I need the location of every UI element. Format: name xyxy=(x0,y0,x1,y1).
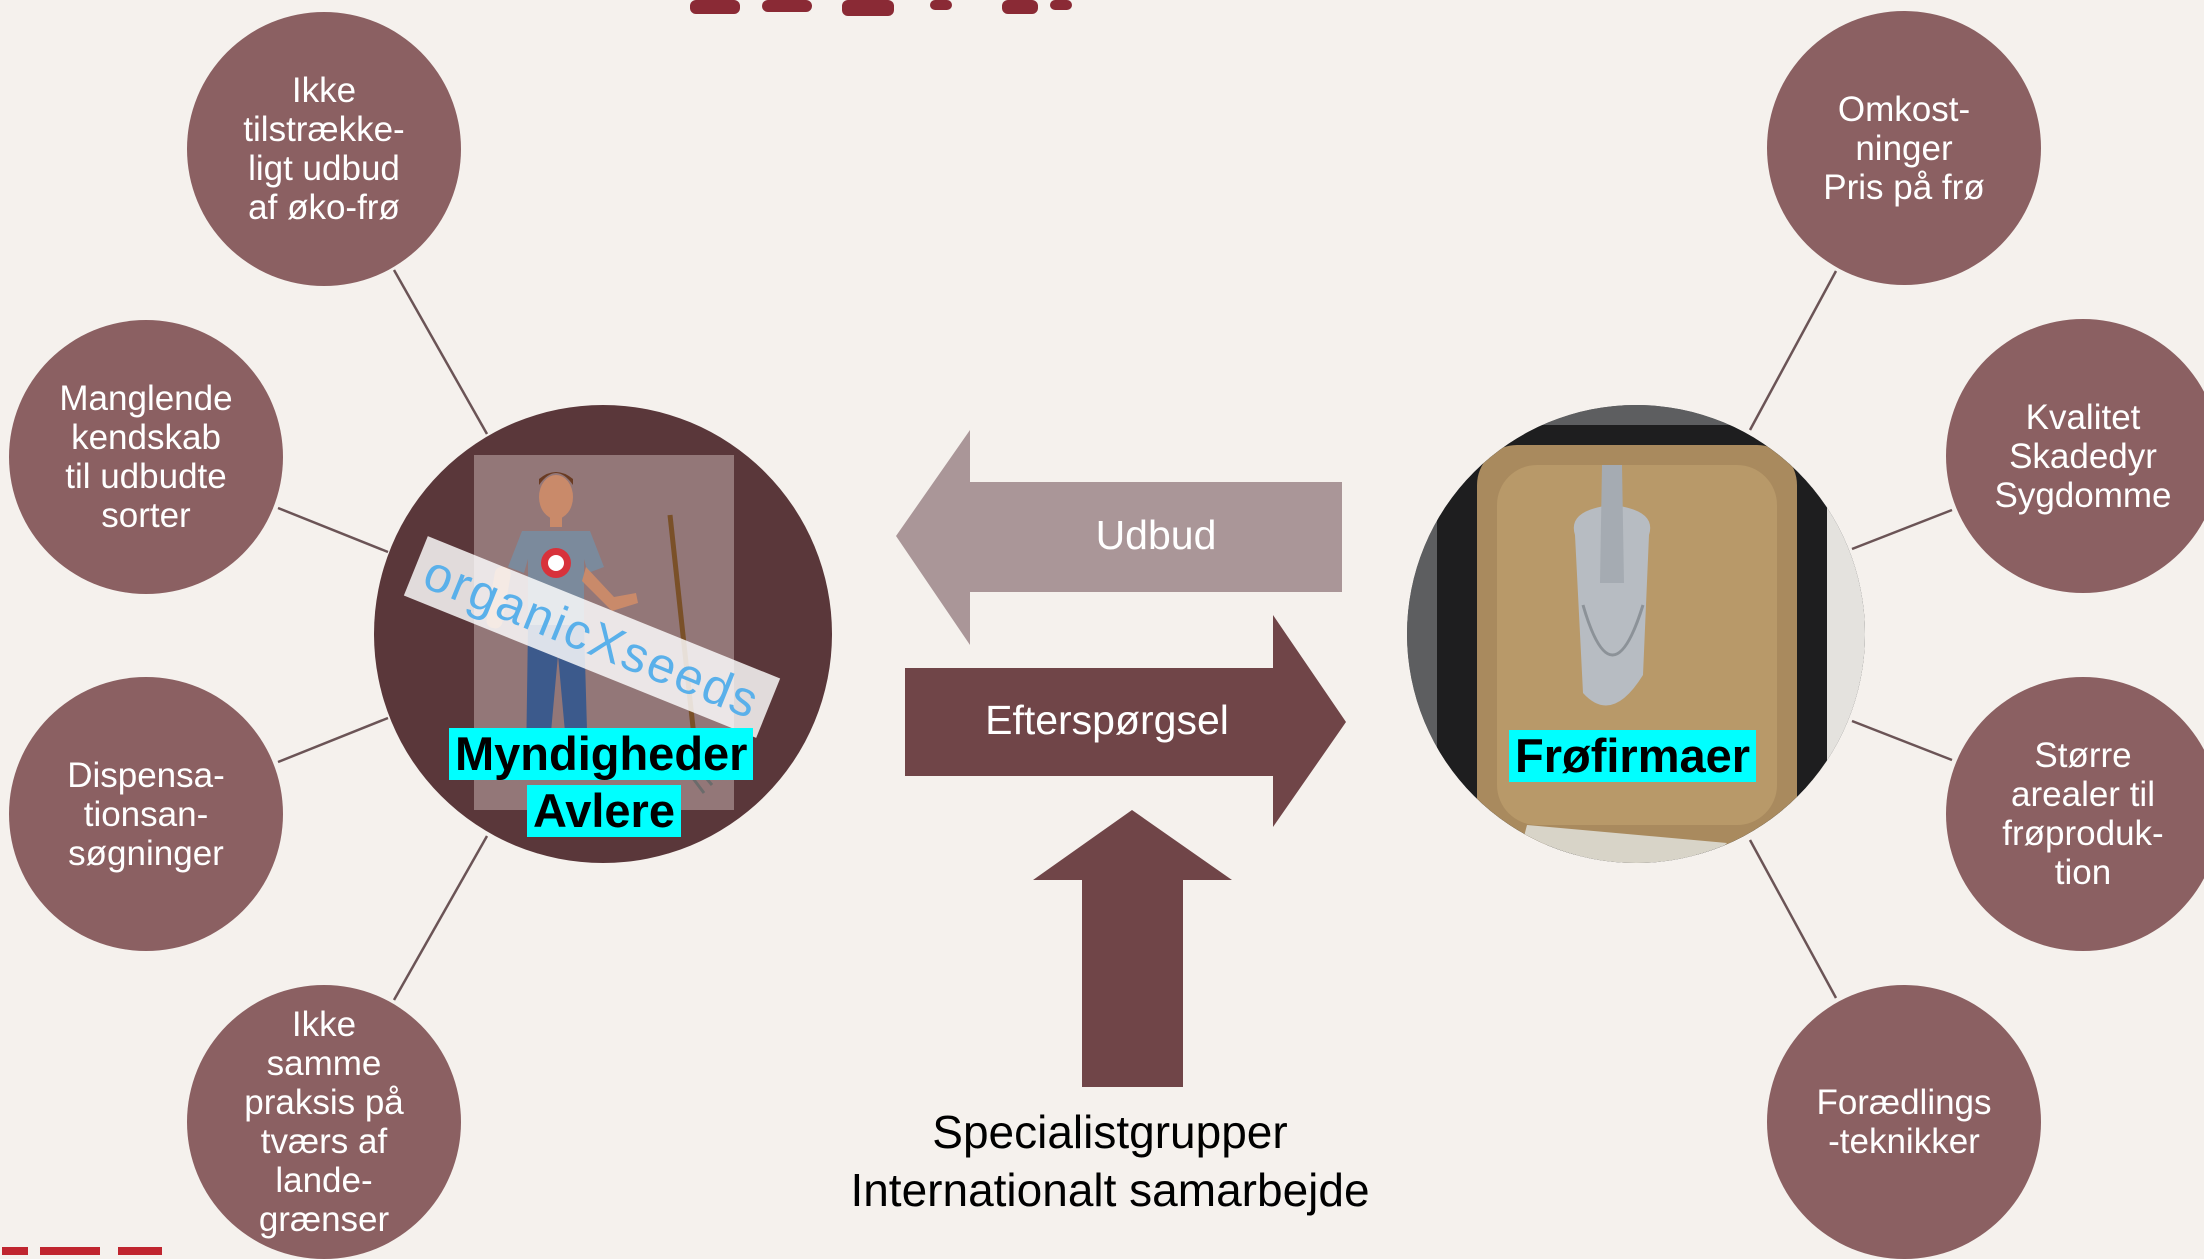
specialist-groups-text: Specialistgrupper Internationalt samarbe… xyxy=(850,1106,1370,1216)
connector-line xyxy=(1748,270,1838,431)
challenge-bubble-cross-border-practice: Ikke samme praksis på tværs af lande- gr… xyxy=(187,985,461,1259)
challenge-bubble-breeding-techniques: Forædlings -teknikker xyxy=(1767,985,2041,1259)
challenge-bubble-larger-areas: Større arealer til frøproduk- tion xyxy=(1946,677,2204,951)
challenge-bubble-insufficient-supply: Ikke tilstrække- ligt udbud af øko-frø xyxy=(187,12,461,286)
challenge-bubble-quality: Kvalitet Skadedyr Sygdomme xyxy=(1946,319,2204,593)
connector-line xyxy=(1748,839,1838,999)
hub-label-seed-companies: Frøfirmaer xyxy=(1509,730,1757,782)
supply-arrow xyxy=(896,430,1342,645)
challenge-bubble-dispensation-applications: Dispensa- tionsan- søgninger xyxy=(9,677,283,951)
connector-line xyxy=(1851,719,1953,762)
hub-label-growers: Avlere xyxy=(527,785,681,837)
challenge-bubble-lack-of-knowledge: Manglende kendskab til udbudte sorter xyxy=(9,320,283,594)
title-fragment xyxy=(690,0,1072,16)
connector-line xyxy=(1851,508,1953,551)
hub-seed-companies xyxy=(1407,405,1865,863)
seed-scoop-tray-photo xyxy=(1407,405,1865,863)
connector-line xyxy=(392,269,489,435)
demand-arrow-label: Efterspørgsel xyxy=(985,697,1229,743)
connector-line xyxy=(392,835,489,1001)
support-arrow-up xyxy=(1033,810,1232,1087)
connector-line xyxy=(277,506,389,554)
supply-arrow-label: Udbud xyxy=(1095,512,1217,558)
hub-label-authorities: Myndigheder xyxy=(449,728,754,780)
connector-line xyxy=(277,716,389,764)
demand-arrow xyxy=(905,615,1346,827)
cropped-text-fragment xyxy=(2,1247,162,1255)
challenge-bubble-costs: Omkost- ninger Pris på frø xyxy=(1767,11,2041,285)
